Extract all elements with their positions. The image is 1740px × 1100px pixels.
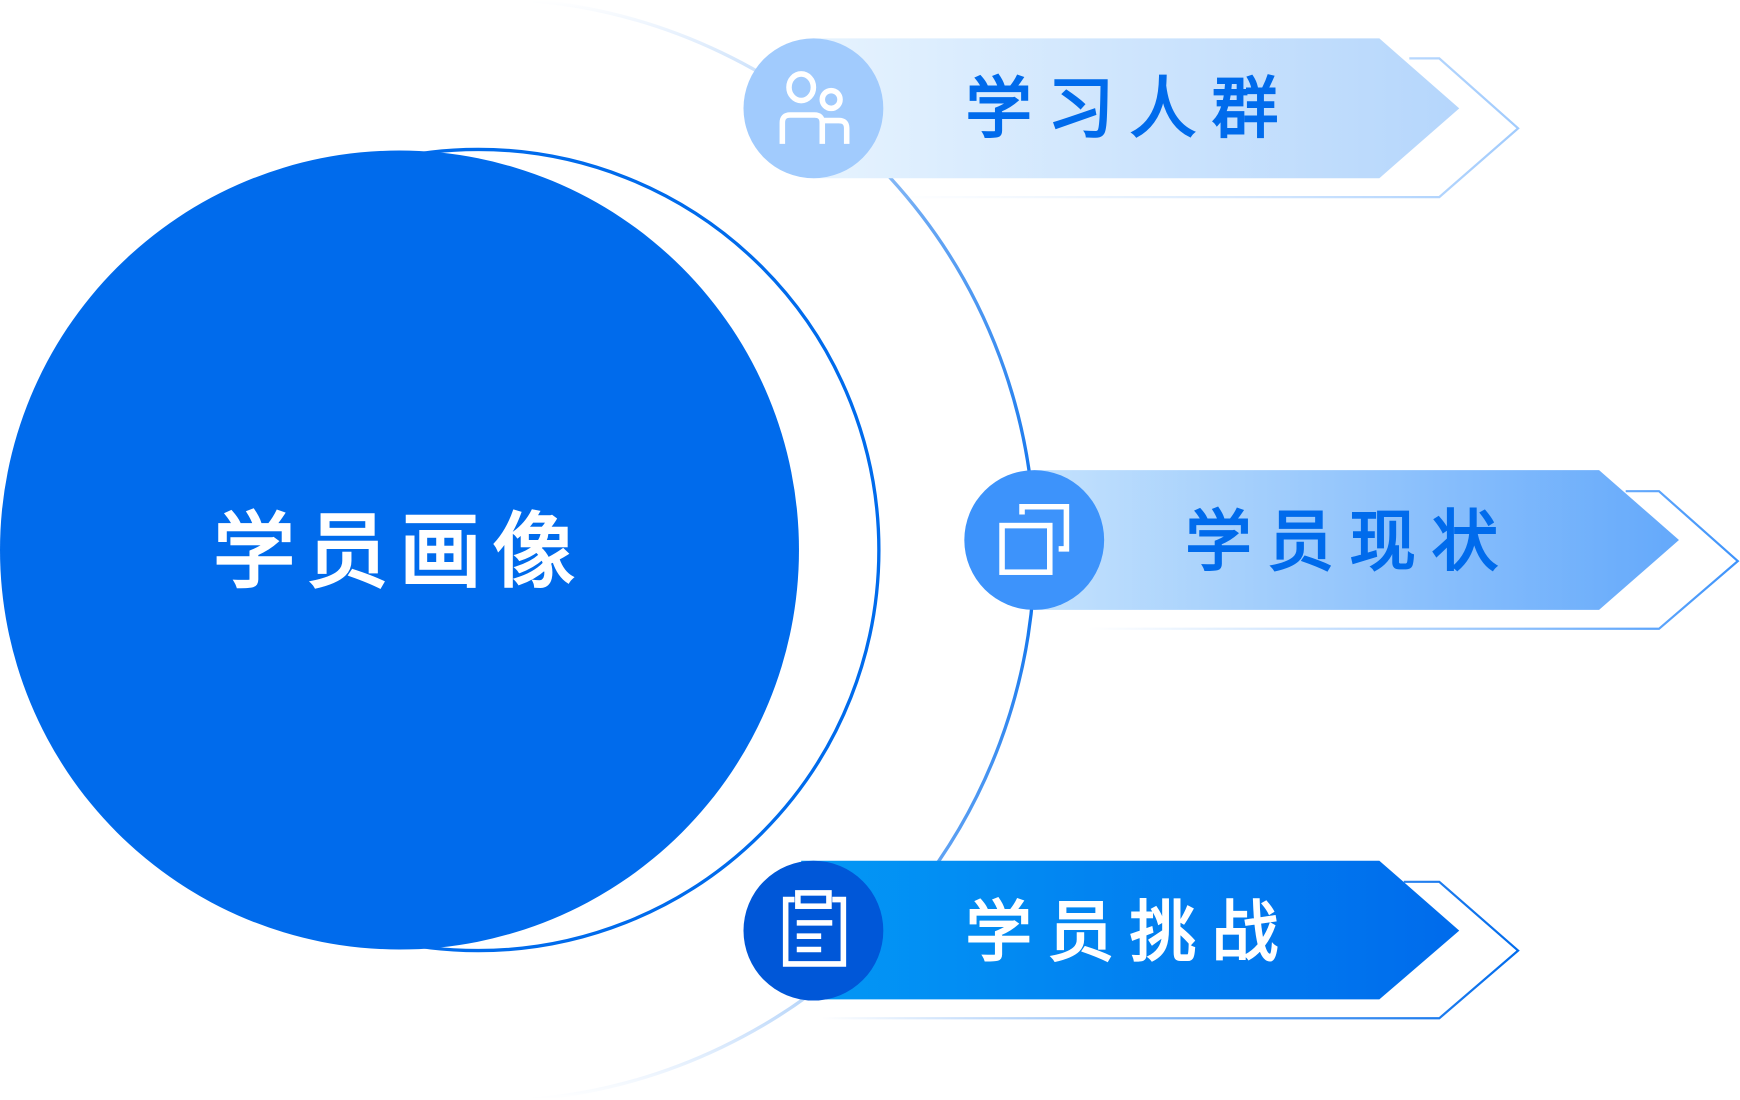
- center-title: 学员画像: [213, 505, 586, 600]
- icon-circle: [743, 38, 884, 179]
- arrow-outline: [821, 880, 1520, 1020]
- item-label: 学员现状: [1185, 502, 1513, 580]
- item-student-status[interactable]: 学员现状: [964, 470, 1740, 630]
- clipboard-icon: [782, 890, 847, 967]
- banner: [801, 860, 1460, 1000]
- icon-circle: [743, 860, 884, 1001]
- arrow-outline: [887, 57, 1520, 199]
- item-learning-population[interactable]: 学习人群: [743, 38, 1520, 199]
- item-label: 学员挑战: [965, 893, 1293, 971]
- icon-circle: [964, 470, 1105, 610]
- banner: [813, 38, 1460, 179]
- item-student-challenges[interactable]: 学员挑战: [743, 860, 1520, 1020]
- copy-square-icon: [999, 503, 1070, 575]
- people-icon: [779, 71, 850, 144]
- banner: [1034, 470, 1679, 610]
- arrow-outline: [1087, 490, 1740, 630]
- item-label: 学习人群: [965, 70, 1293, 148]
- center-circle: [0, 150, 799, 950]
